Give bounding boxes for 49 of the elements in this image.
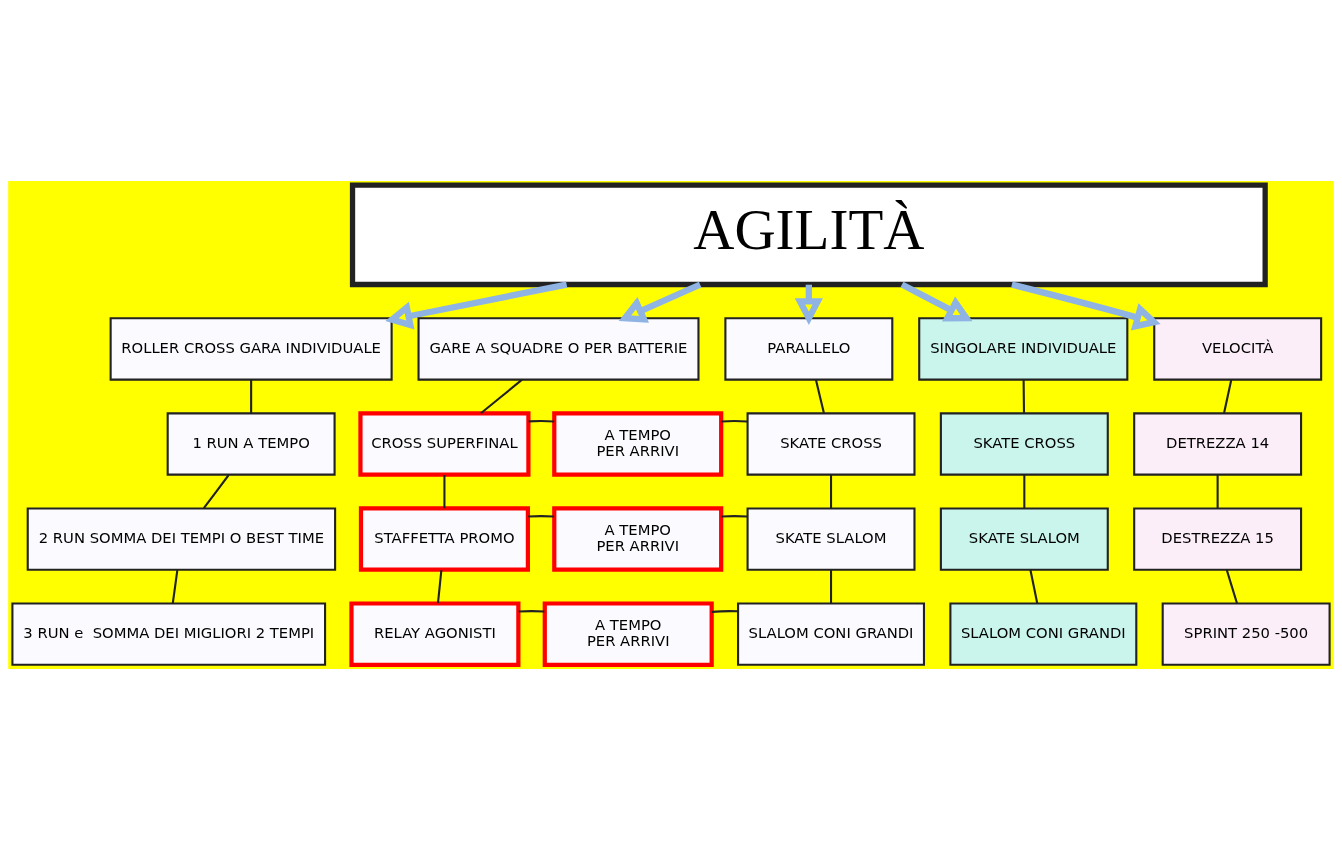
node-box: GARE A SQUADRE O PER BATTERIE [417, 316, 700, 381]
node-box: RELAY AGONISTI [349, 600, 521, 667]
node-box: SKATE SLALOM [746, 506, 916, 571]
node-box: SLALOM CONI GRANDI [737, 601, 926, 666]
connector [1223, 379, 1233, 413]
node-box: CROSS SUPERFINAL [358, 410, 531, 477]
connector [1022, 379, 1026, 413]
arrow [618, 281, 702, 323]
node-box: VELOCITÀ [1153, 316, 1323, 381]
connector [250, 379, 253, 413]
node-box: 3 RUN e SOMMA DEI MIGLIORI 2 TEMPI [11, 601, 327, 666]
connector [436, 569, 443, 603]
node-box: A TEMPO PER ARRIVI [542, 600, 714, 667]
node-box: ROLLER CROSS GARA INDIVIDUALE [109, 316, 393, 381]
node-box: A TEMPO PER ARRIVI [552, 505, 724, 572]
node-box: A TEMPO PER ARRIVI [552, 410, 724, 477]
node-box: STAFFETTA PROMO [358, 505, 530, 572]
node-box: SINGOLARE INDIVIDUALE [918, 316, 1129, 381]
connector [480, 378, 523, 414]
node-box: 2 RUN SOMMA DEI TEMPI O BEST TIME [26, 506, 337, 571]
node-box: SKATE SLALOM [939, 506, 1109, 571]
connector [202, 473, 230, 509]
node-box: 1 RUN A TEMPO [166, 411, 336, 476]
node-box: DESTREZZA 15 [1133, 506, 1303, 571]
connector [829, 474, 833, 508]
arrow [1011, 281, 1161, 330]
connector [443, 474, 446, 508]
connector [721, 419, 748, 422]
arrow [385, 280, 568, 329]
connector [518, 609, 545, 613]
node-box: SKATE CROSS [939, 411, 1109, 476]
node-box: PARALLELO [724, 316, 894, 381]
node-box: SPRINT 250 -500 [1161, 601, 1331, 666]
connector [829, 569, 833, 603]
arrow [900, 281, 973, 321]
connector [1029, 569, 1039, 603]
connector [528, 419, 555, 422]
connector [711, 609, 738, 613]
connector [1216, 474, 1219, 508]
connector [528, 514, 554, 518]
connector [1225, 569, 1238, 604]
connector [1023, 474, 1026, 508]
connector [721, 514, 748, 518]
connector [814, 379, 825, 413]
node-box: DETREZZA 14 [1133, 411, 1303, 476]
connector [171, 569, 179, 603]
node-box: AGILITÀ [349, 182, 1268, 287]
node-box: SLALOM CONI GRANDI [949, 601, 1138, 666]
node-box: SKATE CROSS [746, 411, 916, 476]
